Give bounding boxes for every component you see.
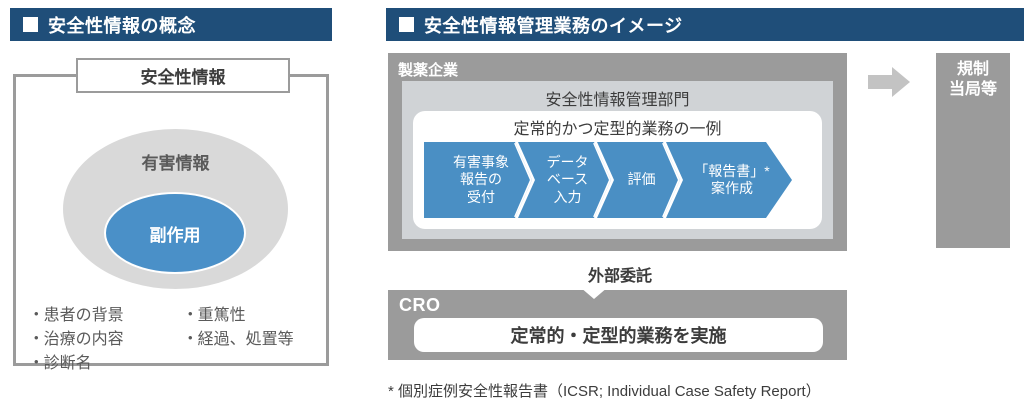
list-item: 診断名	[34, 353, 174, 374]
regulatory-authority-box: 規制 当局等	[936, 53, 1010, 248]
cro-box: CRO 定常的・定型的業務を実施	[388, 290, 847, 360]
side-effect-ellipse: 副作用	[104, 192, 246, 274]
concept-diagram-panel: 有害情報 副作用 患者の背景 治療の内容 診断名 重篤性 経過、処置等 安全性情…	[10, 58, 332, 372]
cro-label: CRO	[399, 295, 441, 315]
process-step-4-label: 「報告書」* 案作成	[694, 162, 770, 196]
pharmaceutical-company-box: 製薬企業 安全性情報管理部門 定常的かつ定型的業務の一例 有害事象 報告の 受付…	[388, 53, 847, 251]
process-step-1: 有害事象 報告の 受付	[424, 142, 532, 218]
safety-information-label: 安全性情報	[76, 58, 290, 93]
safety-information-department-label: 安全性情報管理部門	[545, 92, 690, 109]
section-header-workflow: 安全性情報管理業務のイメージ	[386, 8, 1024, 41]
safety-information-container: 有害情報 副作用 患者の背景 治療の内容 診断名 重篤性 経過、処置等	[13, 74, 329, 372]
regulatory-authority-label: 規制 当局等	[948, 61, 997, 98]
attribute-column-left: 患者の背景 治療の内容 診断名	[34, 305, 174, 374]
process-flow-chevrons: 有害事象 報告の 受付 データ ベース 入力 評価	[424, 142, 812, 218]
pharmaceutical-company-label: 製薬企業	[398, 62, 459, 79]
square-bullet-icon	[399, 17, 414, 32]
adverse-information-ellipse: 有害情報 副作用	[63, 129, 288, 289]
section-header-concept-title: 安全性情報の概念	[48, 15, 196, 36]
process-step-2: データ ベース 入力	[518, 142, 611, 218]
process-step-2-label: データ ベース 入力	[546, 154, 589, 205]
adverse-information-label: 有害情報	[141, 154, 210, 173]
attribute-column-right: 重篤性 経過、処置等	[188, 305, 294, 374]
cro-task-label: 定常的・定型的業務を実施	[414, 318, 823, 352]
footnote-icsr: * 個別症例安全性報告書（ICSR; Individual Case Safet…	[388, 383, 821, 400]
section-header-concept: 安全性情報の概念	[10, 8, 332, 41]
safety-attribute-list: 患者の背景 治療の内容 診断名 重篤性 経過、処置等	[34, 305, 318, 374]
square-bullet-icon	[23, 17, 38, 32]
safety-information-department-box: 安全性情報管理部門 定常的かつ定型的業務の一例 有害事象 報告の 受付 データ …	[402, 81, 833, 239]
workflow-diagram-panel: 製薬企業 安全性情報管理部門 定常的かつ定型的業務の一例 有害事象 報告の 受付…	[386, 50, 1024, 411]
list-item: 重篤性	[188, 305, 294, 326]
process-step-4: 「報告書」* 案作成	[666, 142, 792, 218]
routine-operations-label: 定常的かつ定型的業務の一例	[513, 121, 722, 138]
list-item: 治療の内容	[34, 329, 174, 350]
section-header-workflow-title: 安全性情報管理業務のイメージ	[424, 15, 683, 36]
process-step-1-label: 有害事象 報告の 受付	[453, 154, 509, 205]
outsourcing-label: 外部委託	[587, 268, 652, 285]
list-item: 経過、処置等	[188, 329, 294, 350]
arrow-right-icon	[868, 67, 910, 97]
list-item: 患者の背景	[34, 305, 174, 326]
arrow-down-icon	[566, 251, 622, 299]
routine-operations-box: 定常的かつ定型的業務の一例 有害事象 報告の 受付 データ ベース 入力	[413, 111, 822, 229]
process-step-3-label: 評価	[627, 171, 656, 188]
